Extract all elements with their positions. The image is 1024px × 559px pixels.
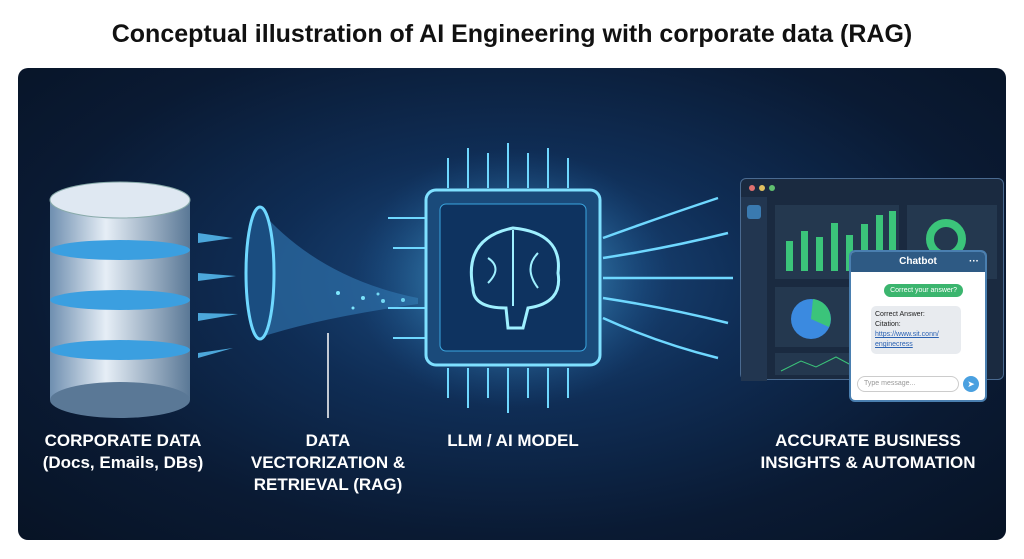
answer-title: Correct Answer:: [875, 311, 925, 318]
window-dot-green: [769, 185, 775, 191]
label-line: VECTORIZATION &: [250, 453, 406, 472]
more-options-icon[interactable]: ···: [969, 256, 979, 267]
brain-chip-icon: [388, 143, 602, 413]
label-line: CORPORATE DATA: [44, 431, 202, 450]
message-input[interactable]: Type message...: [857, 376, 959, 392]
stage-label-vectorization: DATA VECTORIZATION & RETRIEVAL (RAG): [228, 430, 428, 496]
label-line: LLM / AI MODEL: [447, 431, 579, 450]
page-title: Conceptual illustration of AI Engineerin…: [111, 20, 913, 48]
home-icon: [747, 205, 761, 219]
stage-label-insights: ACCURATE BUSINESS INSIGHTS & AUTOMATION: [738, 430, 998, 474]
citation-label: Citation:: [875, 321, 901, 328]
stage-label-corporate-data: CORPORATE DATA (Docs, Emails, DBs): [28, 430, 218, 474]
user-message: Correct your answer?: [884, 284, 963, 297]
chatbot-header: Chatbot ···: [851, 252, 985, 272]
flow-graphics: [49, 143, 733, 418]
window-dot-red: [749, 185, 755, 191]
label-line: ACCURATE BUSINESS: [775, 431, 961, 450]
chatbot-title: Chatbot: [899, 256, 937, 267]
illustration-panel: Chatbot ··· Correct your answer? Correct…: [18, 68, 1006, 540]
label-line: INSIGHTS & AUTOMATION: [760, 453, 976, 472]
stage-label-llm: LLM / AI MODEL: [413, 430, 613, 452]
label-line: DATA: [305, 431, 351, 450]
bot-message: Correct Answer: Citation: https://www.si…: [871, 306, 961, 354]
label-line: RETRIEVAL (RAG): [253, 475, 403, 494]
send-icon[interactable]: ➤: [963, 376, 979, 392]
output-flow-arrows: [602, 196, 733, 360]
database-icon: [49, 181, 191, 418]
window-dot-yellow: [759, 185, 765, 191]
label-line: (Docs, Emails, DBs): [42, 453, 204, 472]
citation-link[interactable]: https://www.sit.conn/ enginecress: [875, 331, 939, 348]
chatbot-window: Chatbot ··· Correct your answer? Correct…: [849, 250, 987, 402]
data-arrows: [198, 233, 238, 358]
